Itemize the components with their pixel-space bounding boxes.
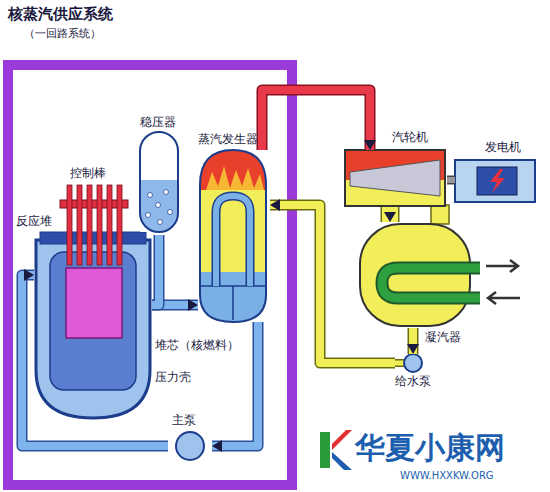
- diagram-title: 核蒸汽供应系统: [8, 5, 113, 23]
- watermark-logo: [320, 430, 352, 470]
- arrow-head: [384, 212, 396, 222]
- feed-pump-symbol: [404, 354, 422, 372]
- component-box: 凝汽器: [358, 222, 472, 328]
- main-pump-symbol: [176, 432, 204, 460]
- watermark: 华夏小康网: [355, 430, 505, 466]
- steam-generator-vessel: [198, 148, 268, 324]
- component-label: 发电机: [485, 140, 521, 154]
- pipe-connector: [152, 235, 159, 305]
- component-box: 主泵: [168, 412, 212, 462]
- component-box: 稳压器: [138, 132, 180, 235]
- pipe-connector: [270, 199, 395, 363]
- part-name: 压力壳: [155, 370, 191, 384]
- component-box: 汽轮机: [343, 150, 447, 207]
- turbine-symbol: [345, 150, 449, 224]
- part-name: 堆芯（核燃料）: [155, 338, 239, 352]
- arrow-head: [270, 199, 280, 211]
- pressurizer-vessel: [140, 132, 178, 240]
- pipe-connector: [384, 207, 396, 222]
- reactor-core: [66, 268, 122, 338]
- watermark-url: WWW.HXXKW.ORG: [400, 470, 494, 482]
- component-label: 主泵: [172, 413, 196, 427]
- component-label: 反应堆: [16, 214, 52, 228]
- arrow-head: [407, 344, 419, 354]
- pipe-connector: [262, 90, 376, 150]
- arrow-head: [212, 440, 222, 452]
- component-box: 给水泵: [395, 354, 431, 394]
- component-label: 稳压器: [140, 115, 176, 129]
- containment-frame: [8, 65, 292, 485]
- pipe-connector: [447, 180, 455, 181]
- component-label: 给水泵: [395, 374, 431, 388]
- component-label: 凝汽器: [425, 330, 461, 344]
- generator-symbol: [455, 160, 535, 202]
- subtitle: （一回路系统）: [24, 27, 101, 40]
- component-box: 发电机: [455, 160, 535, 202]
- pipe-connector: [22, 269, 168, 446]
- part-name: 控制棒: [70, 166, 106, 180]
- component-box: 反应堆: [34, 165, 152, 415]
- component-box: 蒸汽发生器: [198, 150, 270, 322]
- component-label: 汽轮机: [392, 130, 428, 144]
- condenser-symbol: [360, 224, 520, 326]
- arrow-head: [24, 269, 34, 281]
- pipe-connector: [407, 328, 419, 354]
- control-rods: [67, 185, 122, 265]
- arrow-head: [188, 299, 198, 311]
- reactor-vessel: [36, 200, 150, 418]
- arrow-head: [364, 140, 376, 150]
- component-label: 蒸汽发生器: [198, 132, 258, 146]
